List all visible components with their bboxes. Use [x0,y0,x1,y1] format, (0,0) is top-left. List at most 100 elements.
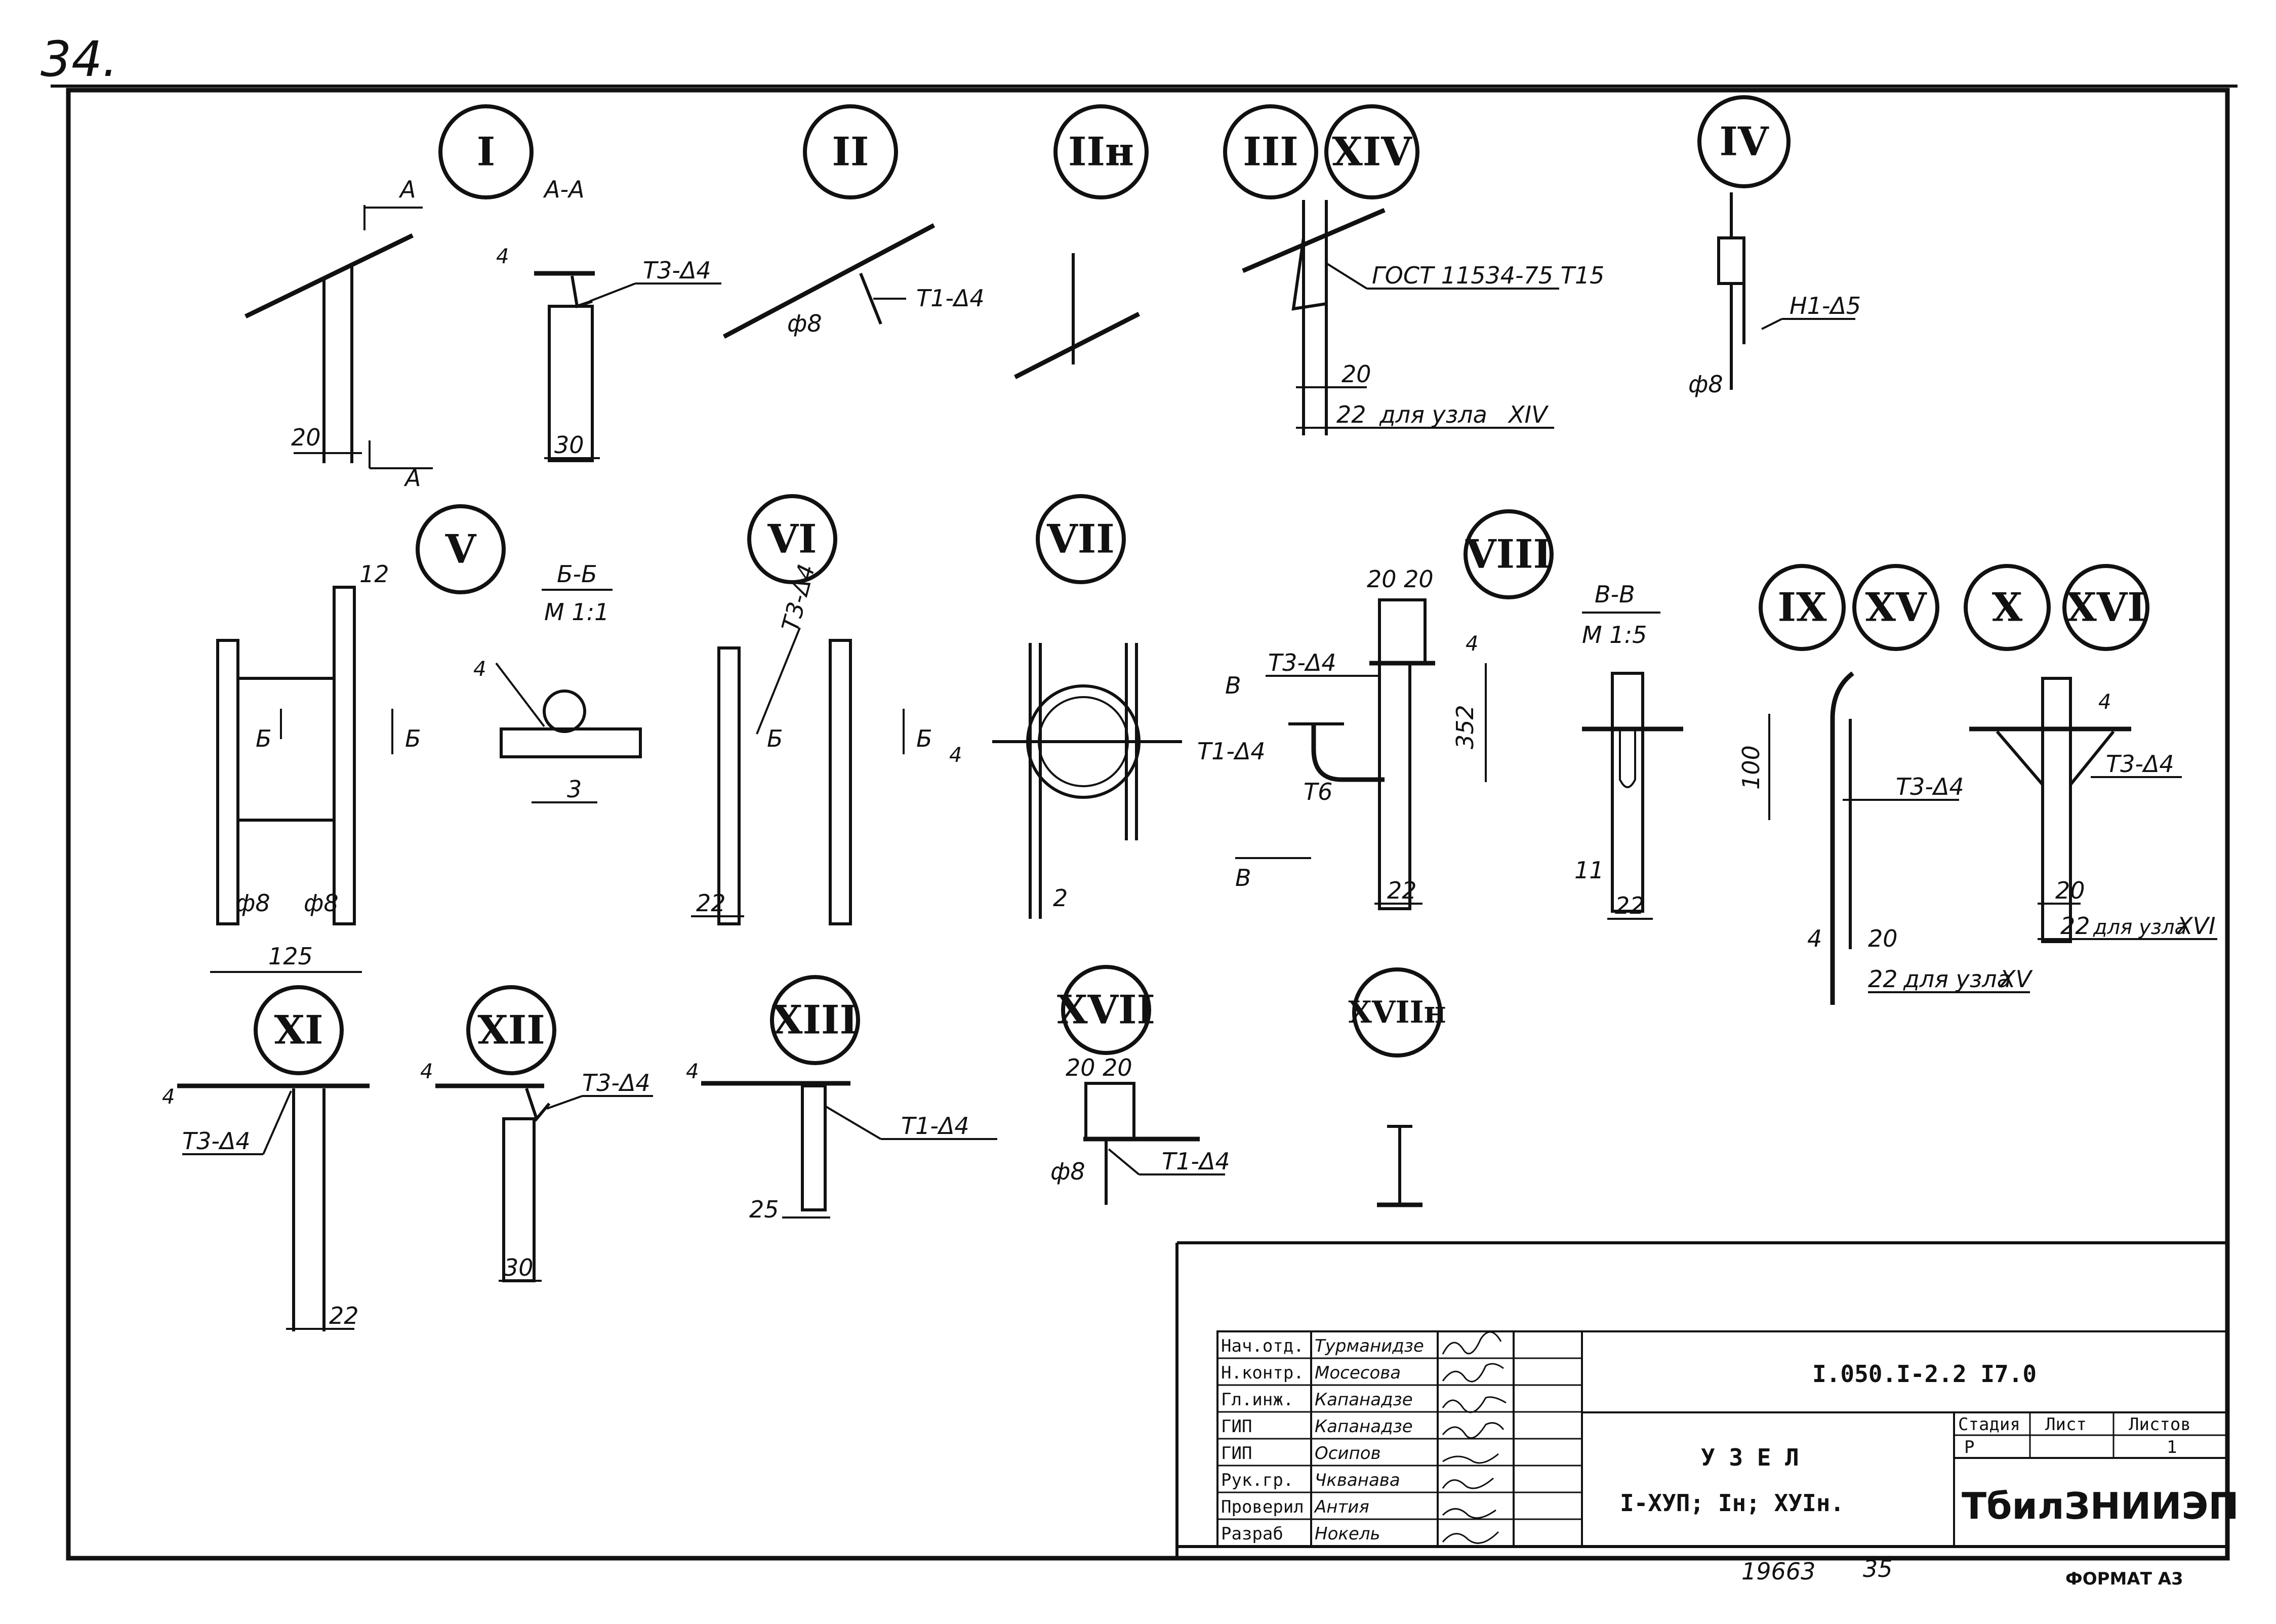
node-VIII-bent-bar [1311,724,1385,782]
node-III-gusset [1291,237,1327,311]
node-IV-weld-label: Н1-Δ5 [1790,292,1861,319]
section-B-B-title: Б-Б [557,560,597,588]
section-V-V-scale: М 1:5 [1582,621,1647,648]
node-VIII-cut-top: В [1225,672,1241,699]
node-IIn: IIн [1013,104,1149,380]
node-I: I А А 20 А-А [245,104,585,492]
section-B-B: Б-Б М 1:1 4 3 [473,560,642,803]
node-VI-cut-label-left: Б [767,725,783,752]
stamp-name-7: Антия [1314,1497,1369,1517]
node-II-plate [722,223,936,339]
node-XVI-label: XVI [2066,585,2146,631]
stamp-role-4: ГИП [1221,1416,1252,1437]
node-IX-label: IX [1777,585,1826,631]
node-XV-label: XV [1865,585,1927,631]
stamp-role-8: Разраб [1221,1524,1283,1544]
title-block: Нач.отд. Н.контр. Гл.инж. ГИП ГИП Рук.гр… [1175,1241,2239,1558]
document-code: I.050.I-2.2 I7.0 [1812,1360,2037,1388]
node-V-label: V [445,526,477,573]
node-IV-diameter: ф8 [1688,371,1723,398]
node-IX-hooked-bar [1830,671,1854,1005]
node-V-dia-right: ф8 [304,889,339,917]
node-XI-label: XI [274,1007,323,1053]
section-V-V-dim2: 22 [1615,892,1645,919]
node-XVII-post [1084,1082,1135,1141]
node-X-marker [1964,564,2051,651]
node-VI-bar-left [717,646,741,925]
node-I-cut-label-top: А [398,176,416,203]
stamp-name-1: Турманидзе [1315,1336,1424,1356]
node-IX-marker [1759,564,1846,651]
format-label: ФОРМАТ А3 [2065,1569,2183,1589]
stamp-name-2: Мосесова [1315,1363,1401,1383]
section-B-B-bar [543,689,586,733]
node-III-note: для узла [1379,401,1487,428]
node-X-label: X [1992,585,2023,631]
node-XII-dim: 30 [504,1254,534,1281]
node-VIII-dims: 20 20 [1367,565,1434,593]
node-XI-dim: 22 [329,1302,359,1329]
signature-1 [1442,1331,1502,1355]
node-V: V 12 Б Б ф8 ф8 125 [210,504,506,973]
node-XIII-marker [770,975,860,1065]
node-I-cut-label-bottom: А [403,464,421,492]
node-II-diameter: ф8 [787,310,822,337]
section-A-A-weld-label: Т3-Δ4 [643,257,711,284]
node-XII: XII Т3-Δ4 4 30 [420,985,653,1282]
node-VIII-weld-bottom: Т6 [1304,778,1332,805]
node-II: II Т1-Δ4 ф8 [722,104,985,339]
node-VII-marker [1036,494,1126,584]
node-XVIIn-label: XVIIн [1348,995,1446,1030]
node-II-label: II [832,129,869,175]
node-IX-weld-label: Т3-Δ4 [1896,773,1964,800]
section-A-A-edge: 4 [496,245,509,268]
node-XIII: XIII Т1-Δ4 4 25 [686,975,997,1223]
section-V-V-dim: 11 [1574,857,1604,884]
stamp-role-1: Нач.отд. [1221,1336,1304,1356]
node-XI-weld-label: Т3-Δ4 [182,1127,251,1155]
node-XII-leader [546,1095,583,1110]
node-I-marker [438,104,534,199]
node-IX-note-ref: XV [1999,965,2034,993]
node-XIII-weld-label: Т1-Δ4 [901,1112,969,1140]
node-VIII-dim: 22 [1387,877,1417,904]
section-B-B-edge: 4 [473,658,486,681]
node-V-bar-left [216,639,239,925]
node-XII-label: XII [477,1007,545,1053]
node-V-marker [416,504,506,594]
node-XIII-dim: 25 [749,1196,779,1223]
node-X-bar [2041,677,2072,943]
node-VIII-weld-top: Т3-Δ4 [1268,649,1336,676]
node-VIII-height: 352 [1451,705,1479,749]
title-line-2: I-ХУП; Iн; ХУIн. [1620,1489,1844,1517]
node-X-gusset [1996,730,2044,789]
section-A-A-weld [571,275,593,308]
node-X-edge: 4 [2098,691,2111,714]
node-IIn-plate [1013,311,1141,380]
sheet-frame [66,88,2230,1561]
signature-3 [1442,1396,1507,1413]
node-XVII-weld-label: Т1-Δ4 [1162,1148,1230,1175]
node-I-plate [245,233,414,319]
node-XIV-marker [1324,104,1419,199]
node-XIII-label: XIII [772,997,858,1043]
stamp-role-5: ГИП [1221,1443,1252,1464]
section-B-B-plate [500,727,642,758]
page-number: 34. [40,31,118,88]
node-IV-marker [1697,95,1791,188]
node-XI-leader-diag [262,1090,292,1155]
node-XVII-leader [1108,1148,1140,1175]
node-VI-dim: 22 [696,889,726,917]
node-III-leader [1325,262,1368,290]
node-IV-label: IV [1719,119,1769,165]
stage-value: Р [1964,1437,1974,1457]
node-XI-edge: 4 [162,1085,175,1109]
node-IX-XV: IX XV 100 Т3-Δ4 4 20 22 для узла XV [1737,564,2034,1005]
node-II-marker [803,104,898,199]
section-A-A-leader [589,282,636,302]
node-VIII-post-lower [1378,662,1411,910]
stamp-role-6: Рук.гр. [1221,1470,1293,1490]
node-V-cut-label-left: Б [256,725,272,752]
node-VI-label: VI [767,516,817,562]
